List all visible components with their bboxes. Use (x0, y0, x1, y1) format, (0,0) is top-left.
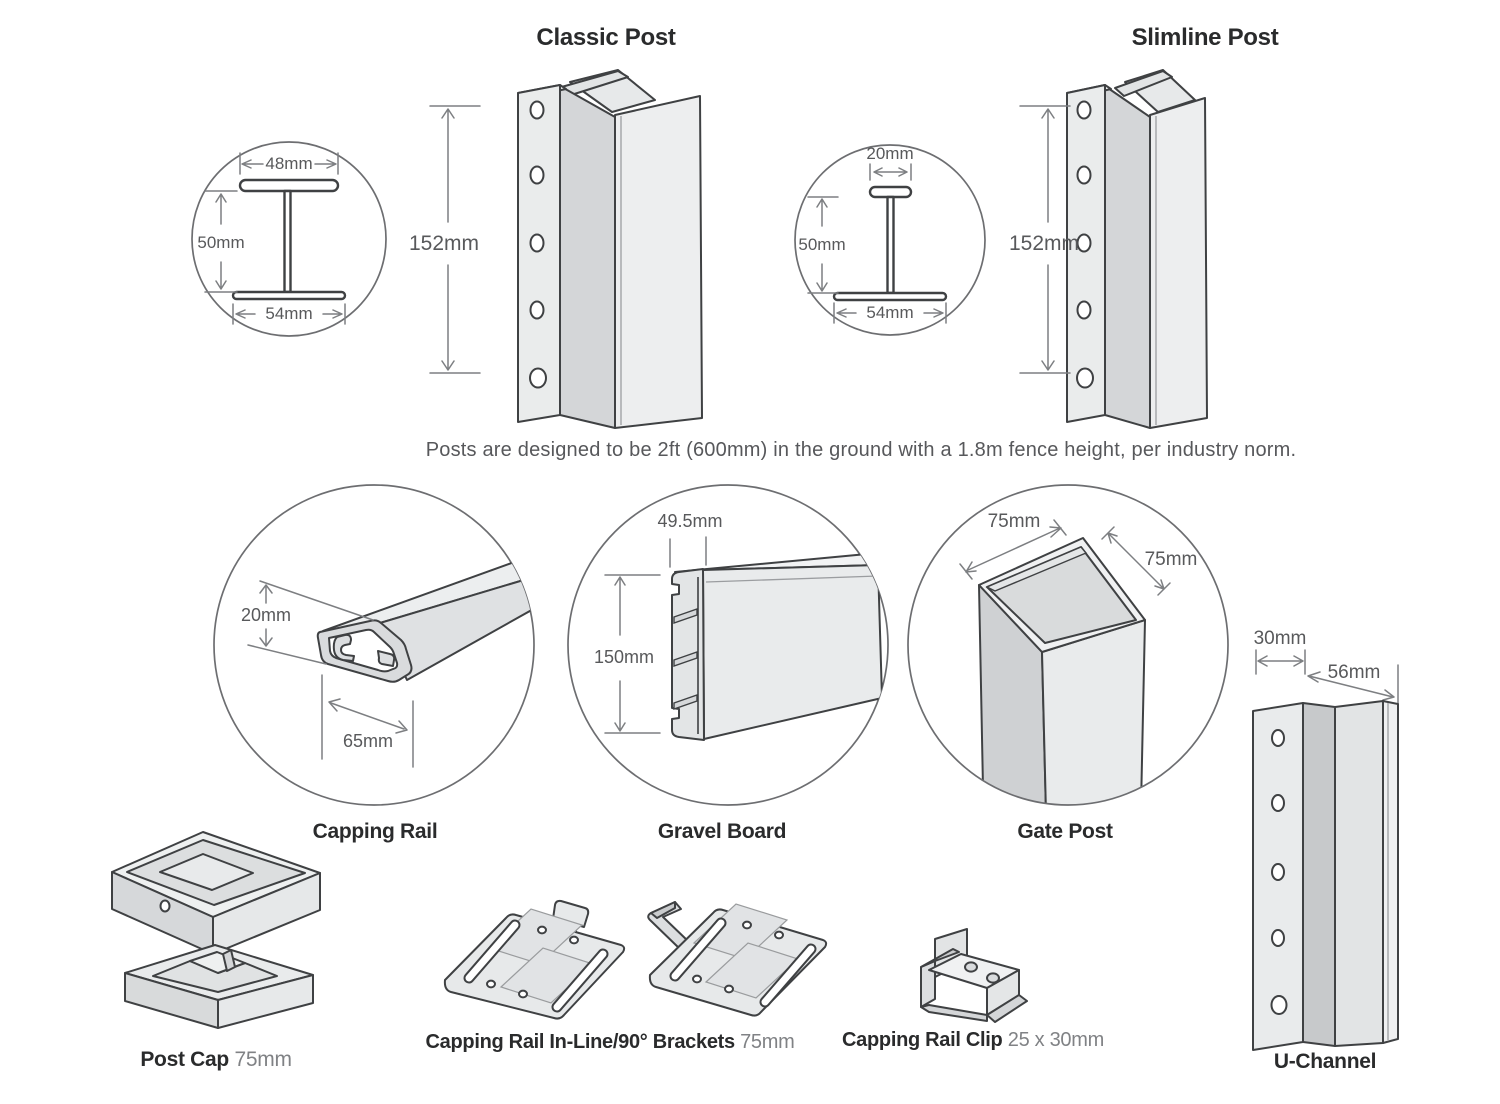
classic-post-holes (529, 100, 547, 389)
classic-post-cross-section-diagram: 48mm 50mm 54mm (191, 141, 387, 337)
slimline-web-height-label: 50mm (798, 235, 845, 254)
classic-post-3d-drawing: 152mm (409, 69, 703, 429)
classic-bottom-width-label: 54mm (265, 304, 312, 323)
u-channel-holes (1270, 729, 1288, 1015)
rail-clip-size-text: 25 x 30mm (1007, 1029, 1105, 1051)
gate-post-caption: Gate Post (970, 820, 1160, 844)
gravel-board-caption: Gravel Board (627, 820, 817, 844)
capping-rail-caption: Capping Rail (280, 820, 470, 844)
gravel-board-caption-text: Gravel Board (657, 820, 787, 843)
u-channel-depth-label: 56mm (1328, 662, 1381, 683)
slimline-post-cross-section-diagram: 20mm 50mm 54mm (794, 144, 986, 336)
gravel-board-width-label: 49.5mm (657, 511, 722, 531)
right-bracket-holes (692, 920, 784, 994)
gravel-board-diagram: 49.5mm 150mm (567, 484, 889, 806)
brackets-caption-text: Capping Rail In-Line/90° Brackets (425, 1031, 736, 1053)
slimline-top-width-label: 20mm (866, 144, 913, 163)
capping-rail-brackets-drawing (443, 899, 828, 1020)
gate-post-diagram: 75mm 75mm (907, 484, 1229, 806)
post-cap-size-text: 75mm (234, 1048, 292, 1071)
brackets-caption: Capping Rail In-Line/90° Brackets 75mm (410, 1031, 810, 1054)
capping-rail-clip-drawing (920, 928, 1028, 1023)
brackets-size-text: 75mm (740, 1031, 795, 1053)
gate-post-width-label: 75mm (988, 511, 1041, 532)
gate-post-depth-label: 75mm (1145, 549, 1198, 570)
post-cap-drawing (111, 831, 321, 1029)
classic-face-height-label: 152mm (409, 232, 479, 255)
post-cap-caption: Post Cap 75mm (116, 1048, 316, 1072)
capping-rail-caption-text: Capping Rail (312, 820, 438, 843)
rail-clip-caption-text: Capping Rail Clip (842, 1029, 1003, 1051)
slimline-bottom-width-label: 54mm (866, 303, 913, 322)
u-channel-caption-text: U-Channel (1273, 1050, 1377, 1073)
rail-clip-caption: Capping Rail Clip 25 x 30mm (838, 1029, 1108, 1052)
capping-rail-width-label: 65mm (343, 731, 393, 751)
ground-depth-note: Posts are designed to be 2ft (600mm) in … (425, 439, 1297, 461)
capping-rail-diagram: 20mm 65mm (213, 484, 535, 806)
u-channel-drawing: 30mm 56mm (1252, 628, 1399, 1051)
post-cap-caption-text: Post Cap (140, 1048, 229, 1071)
slimline-post-3d-drawing: 152mm (1010, 69, 1208, 429)
u-channel-caption: U-Channel (1230, 1050, 1420, 1074)
slimline-post-title: Slimline Post (1131, 24, 1279, 51)
left-bracket-holes (486, 925, 579, 999)
gate-post-caption-text: Gate Post (1017, 820, 1113, 843)
capping-rail-height-label: 20mm (241, 605, 291, 625)
classic-post-title: Classic Post (536, 24, 676, 51)
classic-web-height-label: 50mm (197, 233, 244, 252)
slimline-face-height-label: 152mm (1010, 232, 1079, 255)
u-channel-flange-label: 30mm (1254, 628, 1307, 649)
classic-top-width-label: 48mm (265, 154, 312, 173)
slimline-post-holes (1076, 100, 1094, 389)
gravel-board-height-label: 150mm (594, 647, 654, 667)
